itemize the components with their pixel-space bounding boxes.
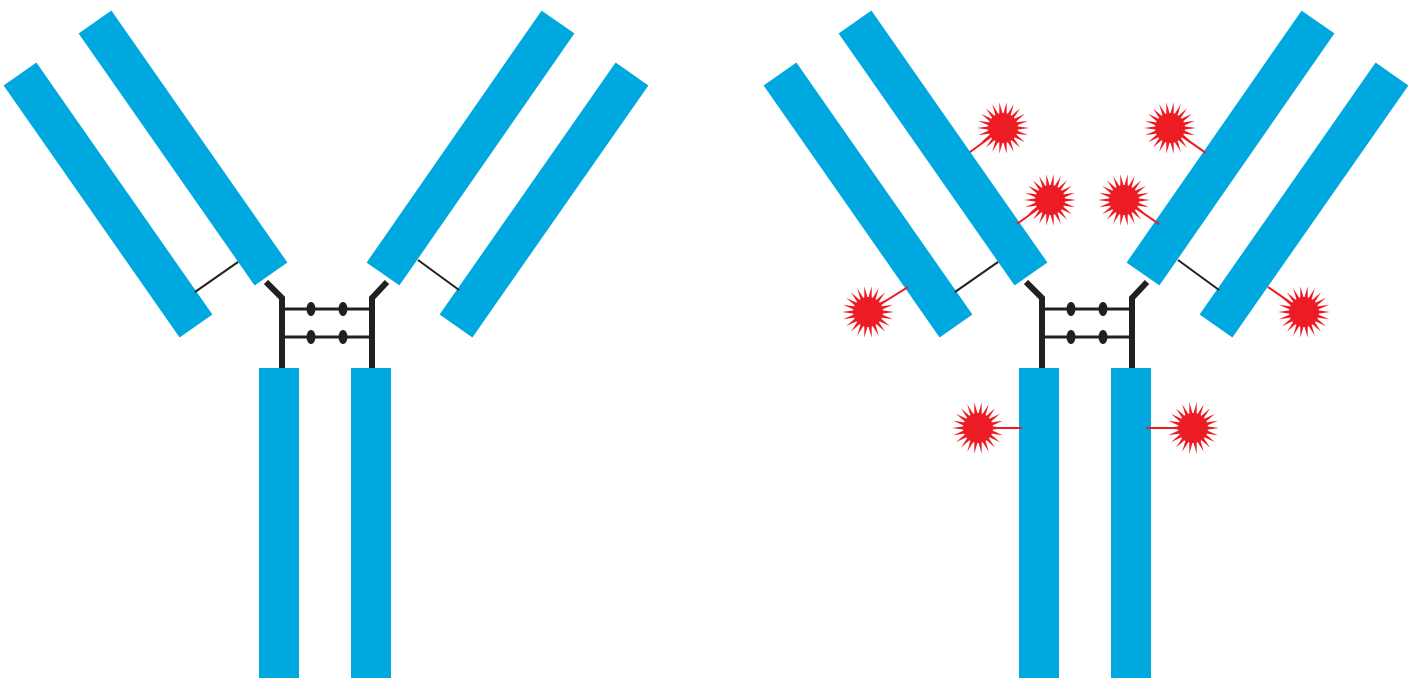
heavy-chain-fc-left [259,368,299,678]
heavy-chain-fc-right [351,368,391,678]
starburst-icon-core [1178,413,1208,443]
hinge-left [263,279,285,368]
starburst-icon-core [988,113,1018,143]
heavy-chain-fab-left [78,10,288,286]
fluorophore-labeled-antibody [763,10,1409,678]
starburst-icon-core [853,297,883,327]
heavy-chain-fc-left [1019,368,1059,678]
disulfide-bond-icon [1098,302,1108,316]
disulfide-bond-icon [1066,302,1076,316]
light-chain-right [439,62,649,338]
disulfide-bond-icon [338,330,348,344]
disulfide-bond-icon [1066,330,1076,344]
light-chain-right [1199,62,1409,338]
unlabeled-antibody [3,10,649,678]
starburst-icon-core [1109,185,1139,215]
starburst-icon-core [1289,297,1319,327]
starburst-icon-core [963,413,993,443]
light-chain-left [763,62,973,338]
light-heavy-link-left [194,261,239,293]
light-heavy-link-right [417,259,460,291]
light-chain-left [3,62,213,338]
disulfide-bond-icon [1098,330,1108,344]
heavy-chain-fc-right [1111,368,1151,678]
starburst-icon-core [1155,113,1185,143]
starburst-icon-core [1035,185,1065,215]
heavy-chain-fab-right [366,10,575,286]
disulfide-bond-icon [306,330,316,344]
heavy-chain-fab-left [838,10,1048,286]
light-heavy-link-right [1177,259,1220,291]
hinge-right [1129,279,1150,368]
heavy-chain-fab-right [1126,10,1335,286]
light-heavy-link-left [954,261,999,293]
hinge-right [369,279,390,368]
disulfide-bond-icon [338,302,348,316]
hinge-left [1023,279,1045,368]
disulfide-bond-icon [306,302,316,316]
